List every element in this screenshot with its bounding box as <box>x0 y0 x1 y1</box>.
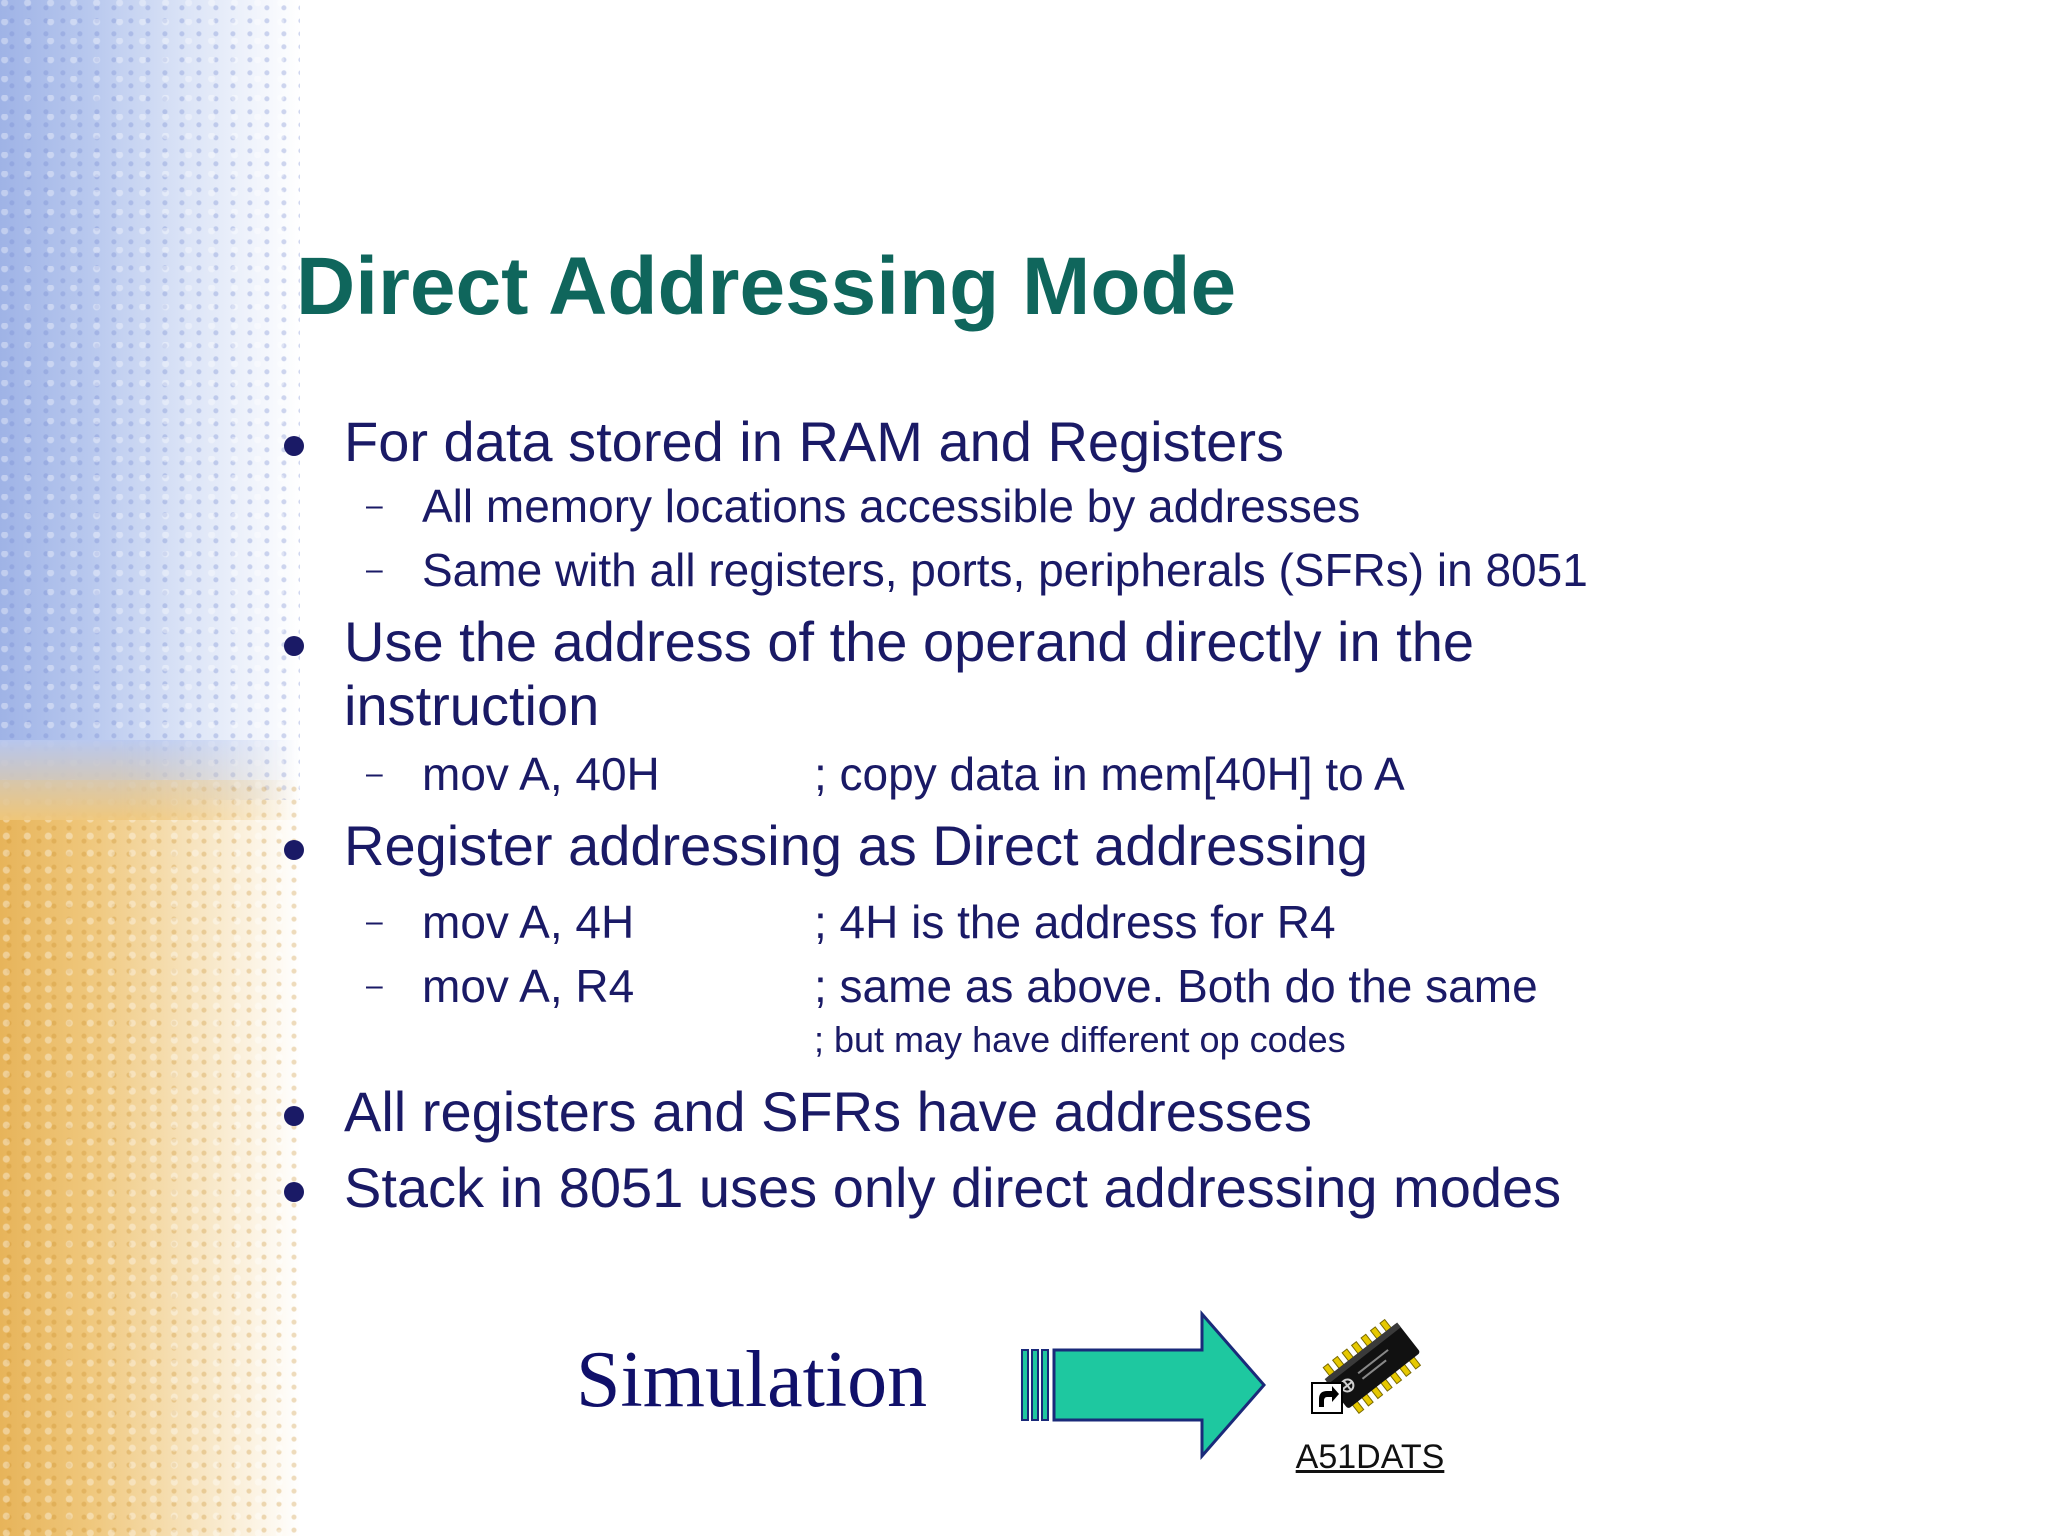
slide-title: Direct Addressing Mode <box>296 241 1237 332</box>
bullet-item: Use the address of the operand directly … <box>280 610 1720 738</box>
bullet-dot <box>284 1182 304 1202</box>
code-instruction: mov A, 4H <box>422 896 635 948</box>
code-comment: ; 4H is the address for R4 <box>814 896 1336 948</box>
sub-bullet-item: – mov A, 4H ; 4H is the address for R4 <box>280 890 1720 954</box>
bullet-item: All registers and SFRs have addresses <box>280 1080 1720 1144</box>
dash-marker: – <box>366 969 383 1002</box>
dash-marker: – <box>366 489 383 522</box>
bullet-item: For data stored in RAM and Registers <box>280 410 1720 474</box>
code-instruction: mov A, R4 <box>422 960 635 1012</box>
code-comment: ; same as above. Both do the same <box>814 960 1538 1012</box>
bullet-list: For data stored in RAM and Registers – A… <box>280 410 1720 1220</box>
right-arrow-icon <box>1020 1310 1270 1460</box>
sub-bullet-item: – Same with all registers, ports, periph… <box>280 538 1720 602</box>
shortcut-label[interactable]: A51DATS <box>1295 1438 1445 1476</box>
bullet-dot <box>284 840 304 860</box>
decorative-band-transition <box>0 740 300 820</box>
bullet-text: Stack in 8051 uses only direct addressin… <box>344 1156 1562 1219</box>
chip-icon <box>1310 1315 1428 1427</box>
dash-marker: – <box>366 757 383 790</box>
arrow-stripe <box>1041 1349 1049 1421</box>
bullet-text: Register addressing as Direct addressing <box>344 814 1369 877</box>
dash-marker: – <box>366 905 383 938</box>
bullet-text: For data stored in RAM and Registers <box>344 410 1284 473</box>
bullet-text: All registers and SFRs have addresses <box>344 1080 1312 1143</box>
arrow-stripe <box>1031 1349 1039 1421</box>
bullet-item: Stack in 8051 uses only direct addressin… <box>280 1156 1720 1220</box>
comment-continuation: ; but may have different op codes <box>814 1019 1346 1060</box>
bullet-text: Use the address of the operand directly … <box>344 610 1475 737</box>
sub-bullet-item: – mov A, R4 ; same as above. Both do the … <box>280 954 1720 1018</box>
bullet-dot <box>284 436 304 456</box>
decorative-band-blue <box>0 0 300 800</box>
arrow-body <box>1052 1310 1266 1460</box>
simulation-label: Simulation <box>576 1336 928 1424</box>
bullet-item: Register addressing as Direct addressing <box>280 814 1720 878</box>
arrow-stripe <box>1021 1349 1029 1421</box>
sub-bullet-item: – mov A, 40H ; copy data in mem[40H] to A <box>280 742 1720 806</box>
sub-bullet-text: Same with all registers, ports, peripher… <box>422 544 1588 596</box>
bullet-dot <box>284 1106 304 1126</box>
code-instruction: mov A, 40H <box>422 748 660 800</box>
bullet-dot <box>284 636 304 656</box>
sub-bullet-text: All memory locations accessible by addre… <box>422 480 1361 532</box>
decorative-band-orange <box>0 780 300 1536</box>
decorative-background-band <box>0 0 300 1536</box>
code-comment: ; copy data in mem[40H] to A <box>814 748 1405 800</box>
a51dats-shortcut[interactable]: A51DATS <box>1290 1315 1450 1485</box>
dash-marker: – <box>366 553 383 586</box>
sub-bullet-item: – All memory locations accessible by add… <box>280 474 1720 538</box>
